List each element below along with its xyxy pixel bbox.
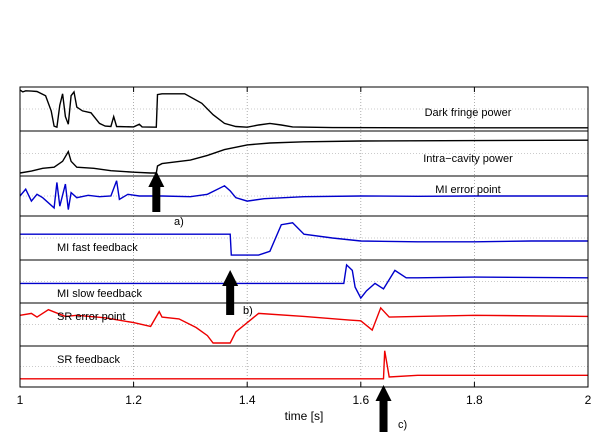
series-label-4: MI fast feedback <box>57 242 138 254</box>
series-line-2 <box>19 139 589 174</box>
annotation-label: b) <box>243 305 253 317</box>
x-tick-label: 1 <box>17 393 24 407</box>
series-line-1 <box>19 89 588 129</box>
x-tick-label: 1.6 <box>352 393 369 407</box>
arrow-shaft <box>152 186 161 212</box>
annotation-label: c) <box>398 419 407 431</box>
annotation-arrows: a) b) c) <box>148 171 407 432</box>
series-label-2: Intra−cavity power <box>423 153 513 165</box>
series-label-5: MI slow feedback <box>57 288 142 300</box>
series-label-3: MI error point <box>435 184 500 196</box>
arrow-head <box>148 171 165 187</box>
x-tick-label: 2 <box>585 393 592 407</box>
arrow-shaft <box>226 285 235 315</box>
arrow-head <box>222 270 239 286</box>
series-line-6 <box>19 306 589 344</box>
arrow-shaft <box>379 400 388 432</box>
series-label-6: SR error point <box>57 311 125 323</box>
plot-frame <box>19 86 589 388</box>
x-tick-label: 1.4 <box>239 393 256 407</box>
panel-dividers <box>20 130 588 347</box>
series-group <box>19 89 589 380</box>
series-line-7 <box>20 350 588 380</box>
x-axis-label: time [s] <box>285 409 324 423</box>
x-tick-label: 1.2 <box>125 393 142 407</box>
x-tick-label: 1.8 <box>466 393 483 407</box>
grid <box>20 87 588 387</box>
x-ticks: 1 1.2 1.4 1.6 1.8 2 <box>17 87 592 407</box>
series-line-5 <box>20 263 589 300</box>
annotation-label: a) <box>174 216 184 228</box>
arrow-head <box>375 385 392 401</box>
series-line-4 <box>20 222 588 256</box>
series-line-3 <box>19 180 588 210</box>
series-label-1: Dark fringe power <box>425 107 512 119</box>
series-label-7: SR feedback <box>57 354 120 366</box>
